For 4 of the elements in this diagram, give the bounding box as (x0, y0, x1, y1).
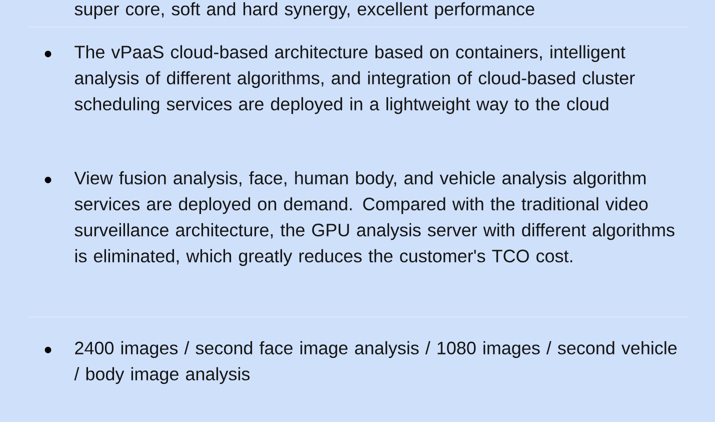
bullet-text: The vPaaS cloud-based architecture based on containers, intelligent analysis of different algorithms, and integration of cloud-based cluster scheduling services are deployed in a lightweight way to the cloud (74, 45, 635, 114)
bullet-text: 2400 images / second face image analysis / 1080 images / second vehicle / body image analysis (74, 341, 677, 384)
bullet-text: View fusion analysis, face, human body, and vehicle analysis algorithm services are deployed on demand. Compared with the traditional video surveillance architecture, the GPU analysis server with different algorithms is eliminated, which greatly reduces the customer's TCO cost. (74, 171, 674, 266)
bullet-text: super core, soft and hard synergy, excellent performance (74, 2, 534, 19)
